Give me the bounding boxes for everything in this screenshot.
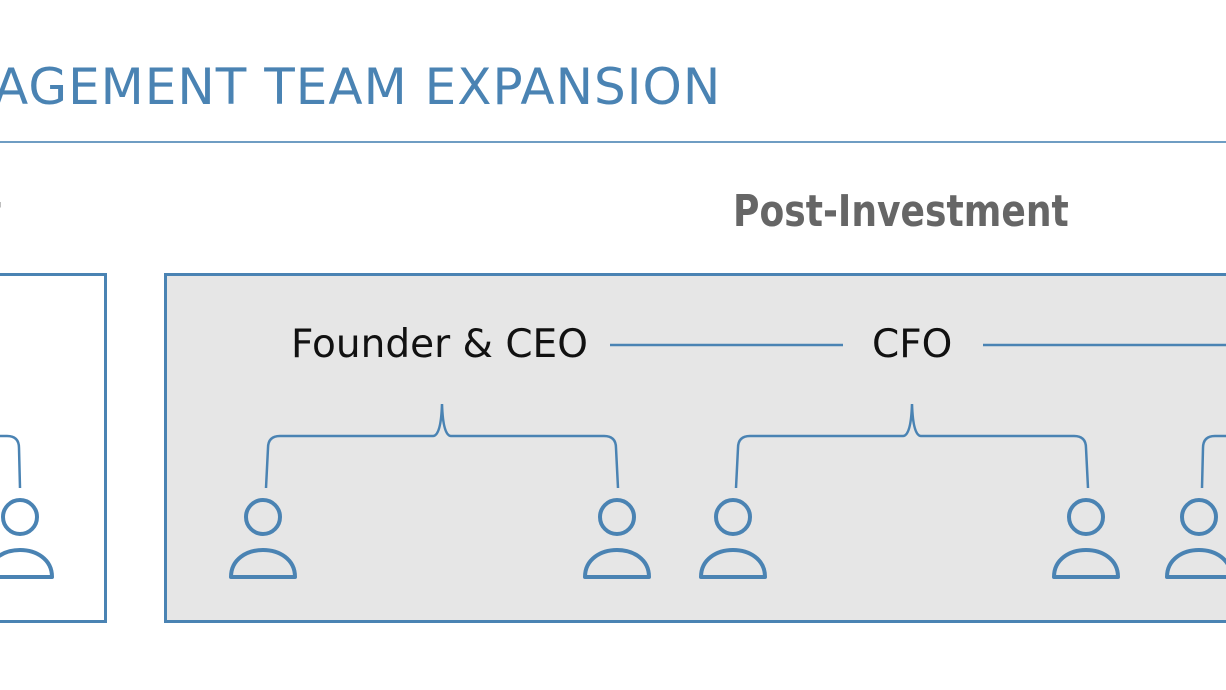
person-icon xyxy=(583,498,651,579)
person-icon xyxy=(229,498,297,579)
post-investment-panel xyxy=(164,273,1226,623)
pre-investment-heading: t xyxy=(0,186,1,237)
brace-founder-ceo xyxy=(264,403,620,489)
brace-cfo xyxy=(734,403,1090,489)
person-icon xyxy=(1052,498,1120,579)
person-icon xyxy=(1165,498,1226,579)
title-divider xyxy=(0,141,1226,143)
page-title: AGEMENT TEAM EXPANSION xyxy=(0,58,722,116)
role-founder-ceo: Founder & CEO xyxy=(291,322,588,367)
post-investment-heading: Post-Investment xyxy=(733,186,1069,237)
brace-left-partial xyxy=(0,434,22,489)
person-icon xyxy=(699,498,767,579)
role-cfo: CFO xyxy=(872,322,953,367)
person-icon xyxy=(0,498,54,579)
brace-right-partial xyxy=(1200,434,1226,489)
